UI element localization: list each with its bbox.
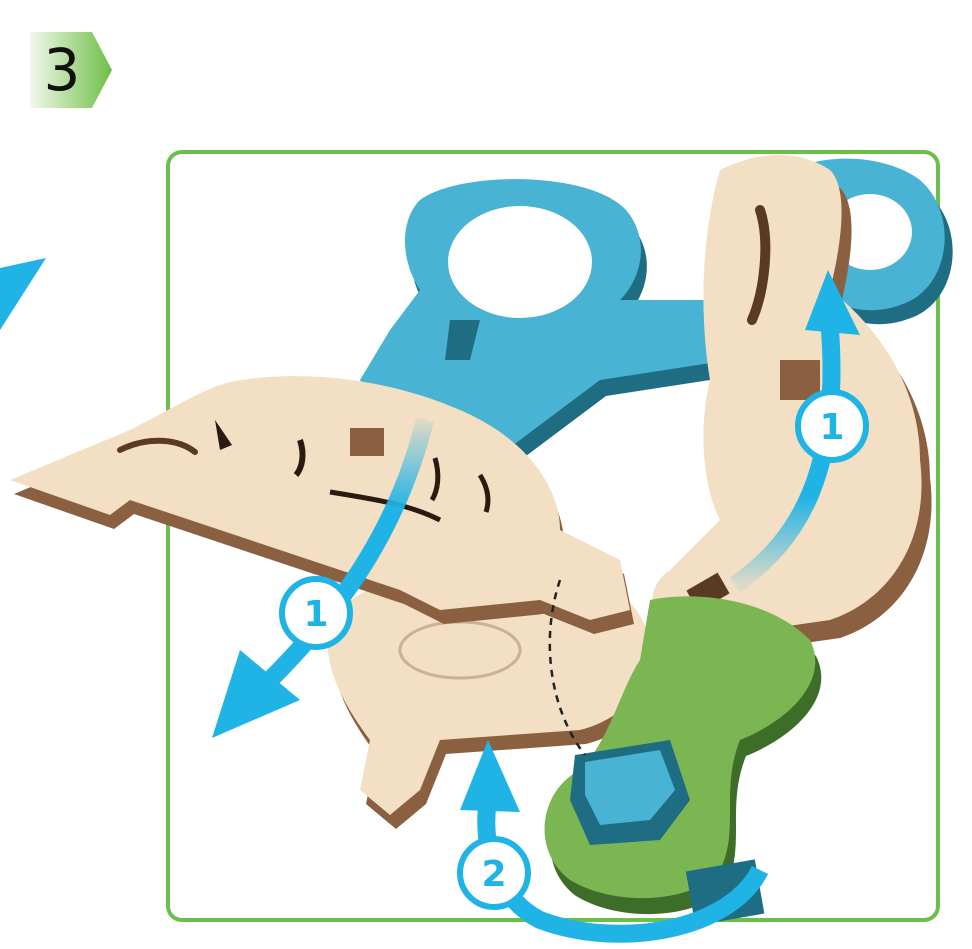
step-number: 3 — [44, 36, 81, 104]
badge-label: 1 — [303, 594, 328, 635]
badge-label: 1 — [819, 407, 844, 448]
badge-arrow-2-bottom: 2 — [460, 839, 528, 907]
step-indicator: 3 — [30, 32, 112, 108]
badge-arrow-1-left: 1 — [282, 579, 350, 647]
offscreen-arrow-tip — [0, 258, 46, 330]
badge-label: 2 — [481, 854, 506, 895]
badge-arrow-1-right: 1 — [798, 392, 866, 460]
